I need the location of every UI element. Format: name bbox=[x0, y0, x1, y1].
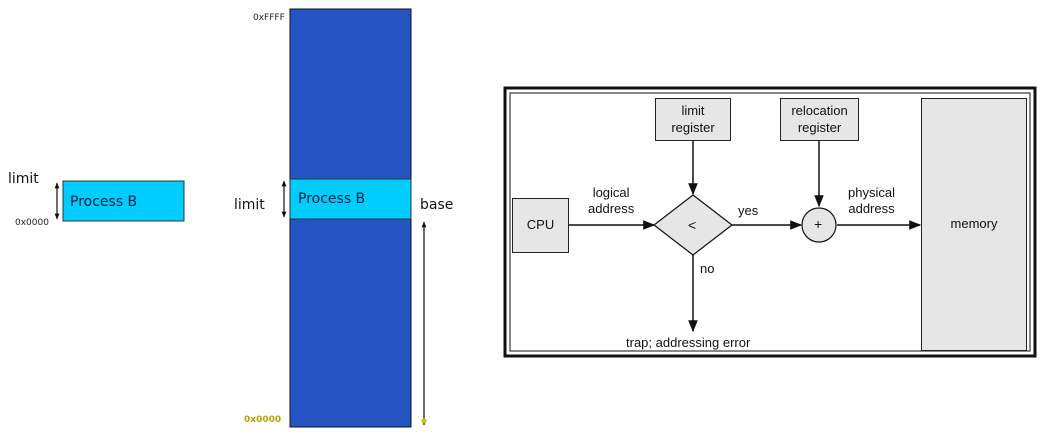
address-label-0x0000: 0x0000 bbox=[15, 218, 49, 228]
memory-box: memory bbox=[921, 98, 1027, 351]
base-label: base bbox=[420, 197, 454, 213]
comparator-symbol: < bbox=[688, 217, 697, 233]
cpu-label: CPU bbox=[526, 217, 555, 233]
process-b-label: Process B bbox=[70, 194, 138, 210]
flow-frame-inner bbox=[509, 92, 1031, 352]
top-address-label: 0xFFFF bbox=[253, 13, 285, 23]
trap-label: trap; addressing error bbox=[626, 335, 751, 350]
process-b-block bbox=[62, 180, 185, 222]
comparator-diamond bbox=[653, 194, 733, 256]
yes-label: yes bbox=[738, 203, 759, 218]
limit-label-memory: limit bbox=[234, 197, 265, 213]
bottom-address-label: 0x0000 bbox=[244, 415, 282, 425]
limit-label: limit bbox=[8, 171, 39, 187]
physical-address-label: physical address bbox=[848, 185, 895, 216]
process-b-region bbox=[289, 178, 412, 220]
relocation-register-box: relocation register bbox=[780, 98, 859, 141]
no-label: no bbox=[700, 261, 715, 276]
limit-register-box: limit register bbox=[655, 98, 731, 141]
adder-symbol: + bbox=[814, 216, 823, 232]
relocation-register-label: relocation register bbox=[791, 103, 848, 135]
process-b-region-label: Process B bbox=[298, 191, 366, 207]
logical-address-label: logical address bbox=[588, 185, 635, 216]
memory-label: memory bbox=[950, 216, 998, 232]
limit-register-label: limit register bbox=[671, 103, 715, 135]
cpu-box: CPU bbox=[512, 198, 569, 253]
adder-circle bbox=[801, 207, 837, 243]
base-origin-dot bbox=[421, 418, 427, 424]
